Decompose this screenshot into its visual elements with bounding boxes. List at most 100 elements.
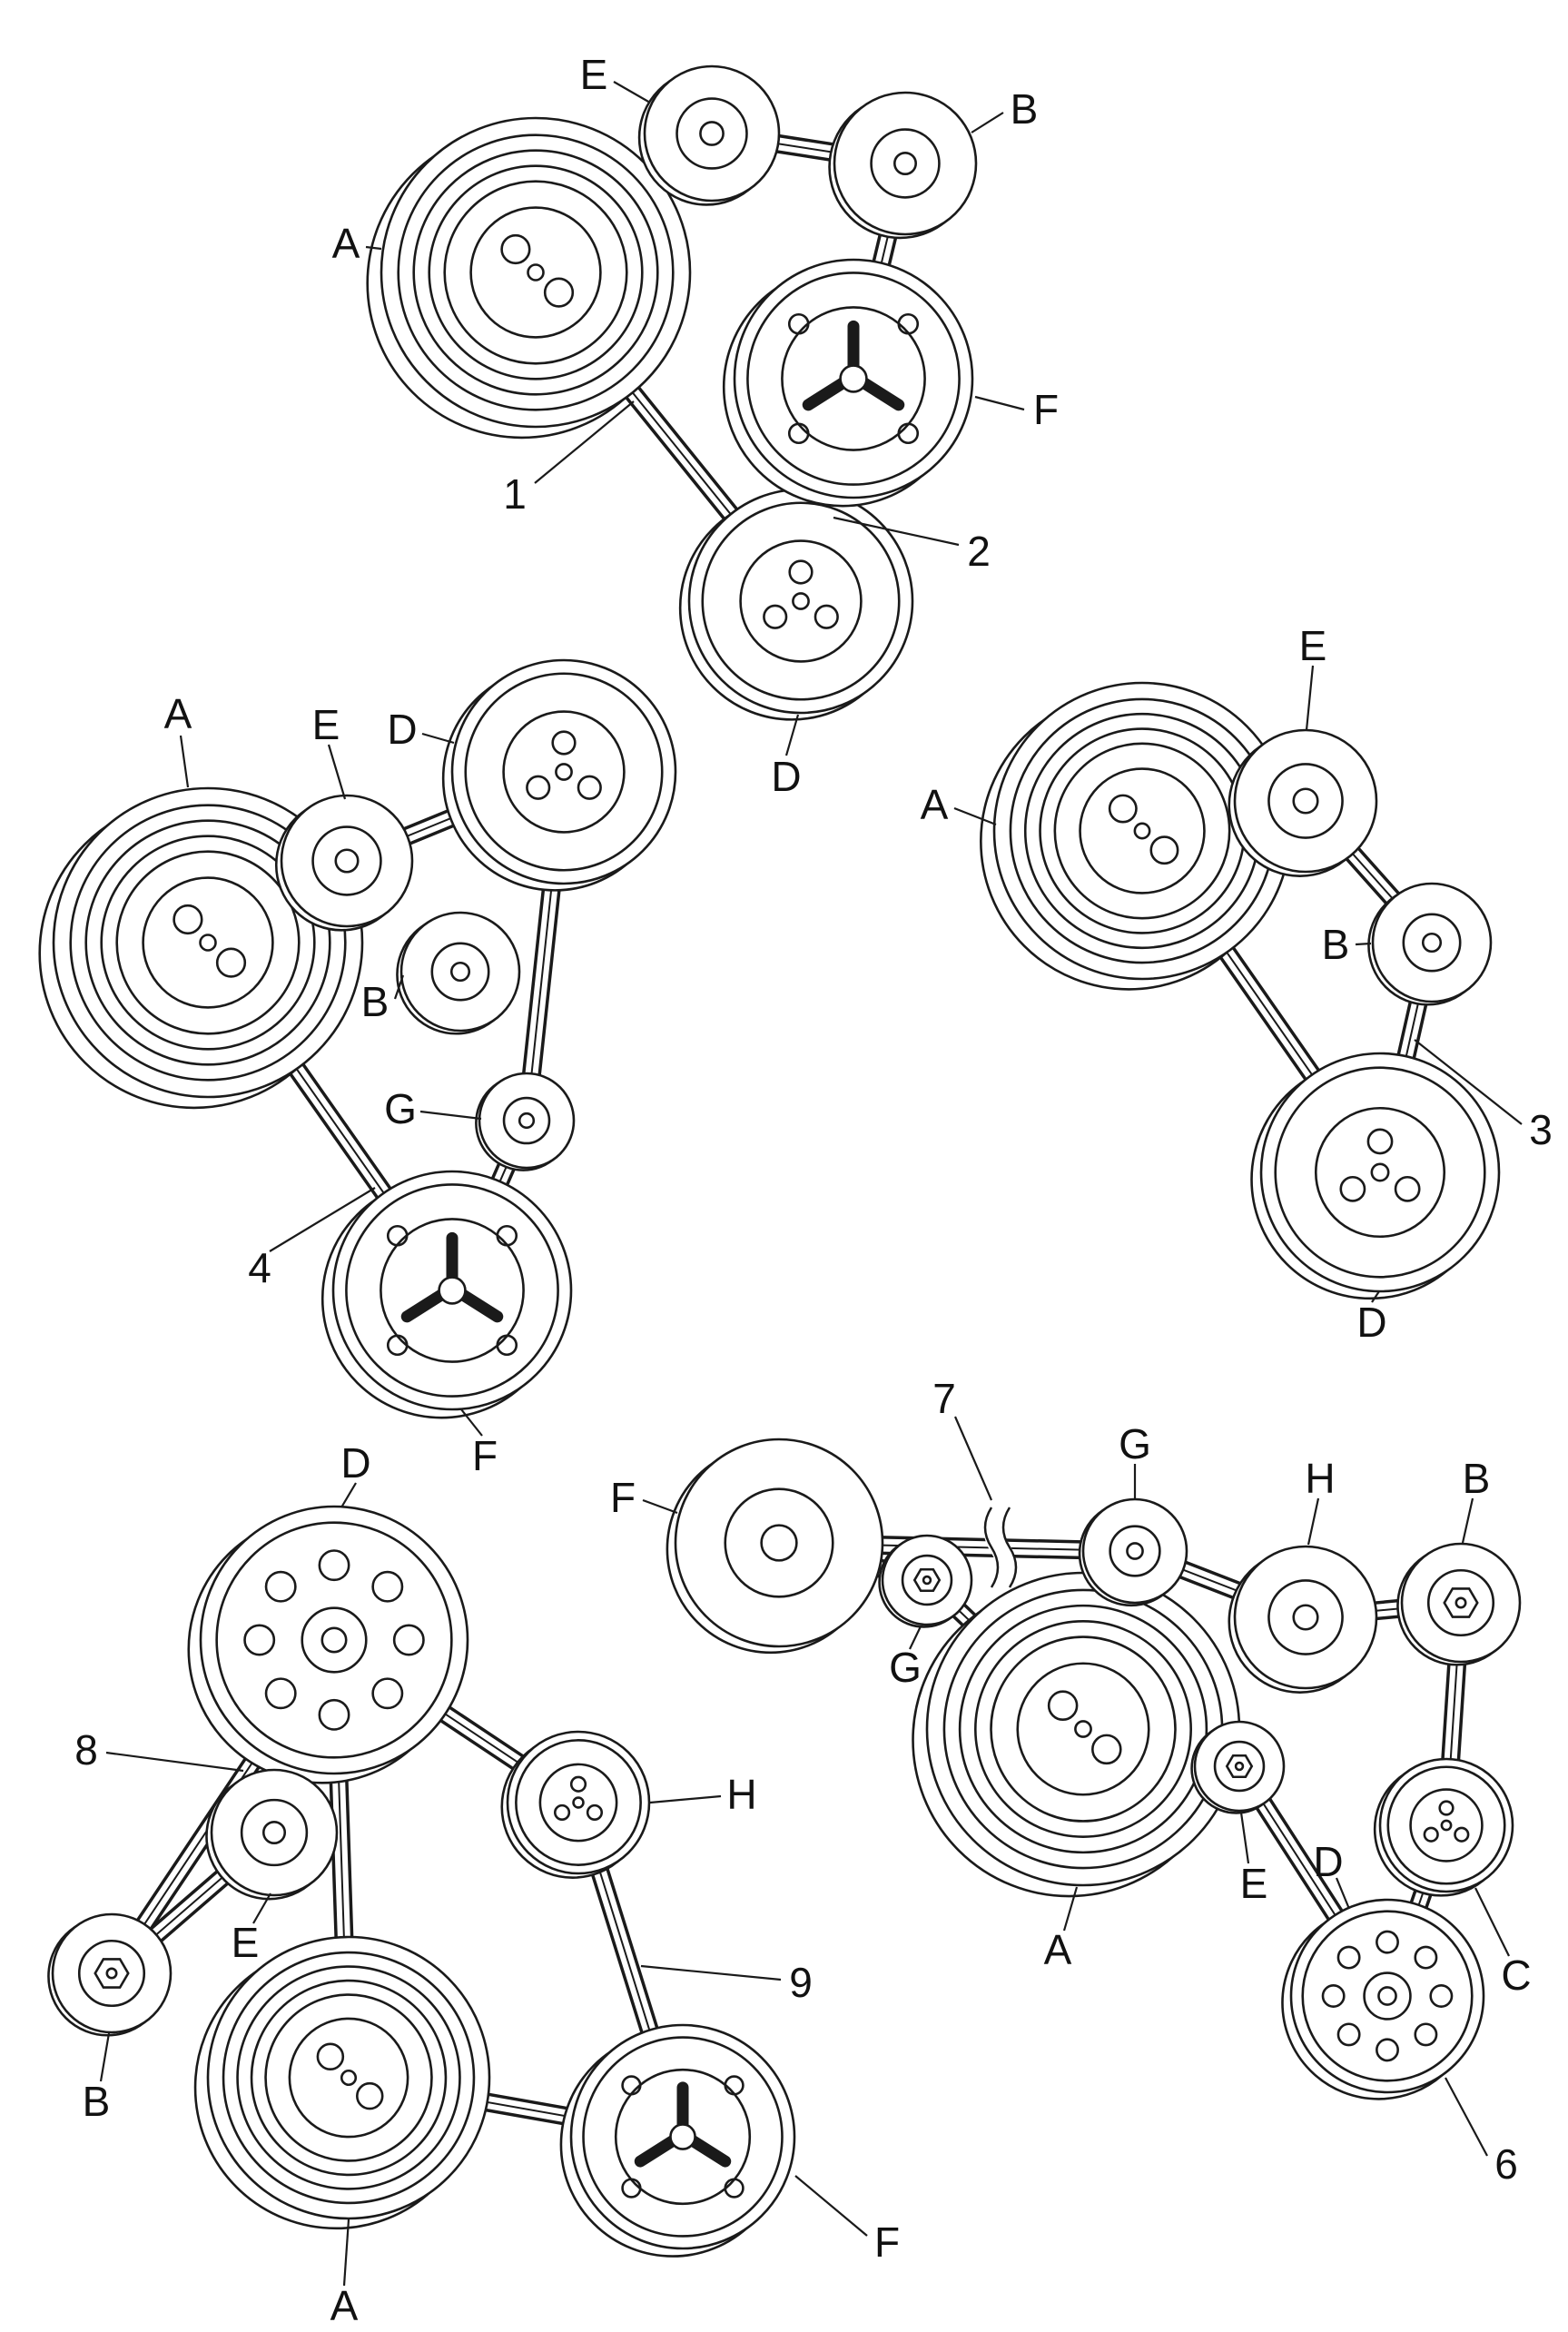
label-belt-8: 8	[74, 1726, 98, 1774]
label-H: H	[726, 1771, 756, 1818]
pulley-D-drive	[186, 1505, 469, 1785]
leader-E	[327, 744, 347, 800]
label-C: C	[1501, 1952, 1531, 1999]
label-B: B	[1463, 1455, 1491, 1502]
pulley-B-idler	[1396, 1543, 1521, 1666]
leader-H	[649, 1794, 722, 1804]
label-B: B	[361, 978, 390, 1025]
pulley-C-idler	[1374, 1758, 1514, 1897]
pulley-A-crankshaft	[195, 1937, 489, 2228]
label-G-left: G	[889, 1644, 922, 1691]
leader-D	[421, 732, 455, 745]
diagram-belt-routing-mid-left: A E D B G 4 F	[40, 658, 677, 1479]
leader-8	[105, 1751, 244, 1773]
pulley-E-tensioner	[205, 1769, 338, 1901]
leader-E	[1305, 665, 1315, 731]
label-F: F	[1033, 386, 1059, 433]
leader-6	[1445, 2077, 1488, 2157]
leader-F	[460, 1408, 483, 1437]
leader-E	[1239, 1812, 1250, 1864]
leader-D	[1371, 1290, 1380, 1303]
pulley-B-idler	[396, 912, 520, 1035]
label-A: A	[164, 690, 192, 737]
label-H: H	[1305, 1455, 1335, 1502]
label-F: F	[874, 2218, 900, 2266]
label-E: E	[580, 51, 608, 98]
leader-B	[393, 974, 405, 1000]
pulley-G-idler	[475, 1072, 575, 1171]
pulley-D-pump	[1249, 1052, 1501, 1300]
leader-D	[784, 714, 800, 756]
label-D: D	[387, 706, 417, 753]
diagram-belt-routing-mid-right: A E B 3 D	[921, 622, 1553, 1346]
label-B: B	[1011, 85, 1039, 133]
pulley-F-compressor	[724, 260, 972, 506]
pulley-D-pump	[678, 488, 914, 721]
leader-D	[1335, 1877, 1351, 1910]
pulley-F-compressor	[561, 2025, 794, 2257]
leader-A	[179, 735, 190, 788]
pulley-B-idler	[1367, 883, 1492, 1006]
label-belt-1: 1	[503, 470, 527, 518]
leader-4	[269, 1187, 376, 1252]
leader-E	[252, 1892, 271, 1924]
pulley-B-idler	[47, 1913, 172, 2037]
leader-F	[974, 395, 1025, 411]
leader-B	[1461, 1497, 1474, 1544]
leader-D	[340, 1482, 357, 1508]
leader-2	[833, 516, 960, 547]
pulley-E-idler	[1190, 1721, 1285, 1814]
label-B: B	[1322, 921, 1350, 968]
belt-break-line-right	[1001, 1507, 1018, 1588]
pulley-D-pump	[441, 658, 677, 892]
diagram-belt-routing-bottom-right: 7 F G G H B A E D C 6	[610, 1375, 1532, 2188]
leader-A	[342, 2218, 350, 2287]
leader-C	[1474, 1887, 1510, 1957]
label-belt-6: 6	[1494, 2140, 1518, 2188]
leader-7	[953, 1416, 993, 1501]
leader-3	[1414, 1039, 1523, 1125]
pulley-D-pump	[1281, 1898, 1485, 2100]
belt-break-gap	[983, 1502, 1016, 1593]
label-D: D	[340, 1439, 370, 1487]
label-G-right: G	[1119, 1420, 1151, 1467]
leader-1	[534, 400, 635, 484]
label-D: D	[1313, 1838, 1343, 1885]
label-F: F	[610, 1474, 636, 1521]
leader-9	[640, 1964, 782, 1981]
leader-G	[419, 1110, 482, 1121]
pulley-G-idler-right	[1079, 1498, 1188, 1606]
label-G: G	[384, 1085, 417, 1132]
label-E: E	[232, 1919, 260, 1966]
pulley-F-compressor	[322, 1171, 571, 1418]
diagram-belt-routing-bottom-left: D 8 H E B 9 F A	[47, 1439, 900, 2329]
label-E: E	[312, 701, 340, 748]
leader-E	[613, 81, 651, 104]
leader-F	[794, 2175, 868, 2237]
label-belt-4: 4	[248, 1244, 271, 1291]
label-A: A	[1044, 1926, 1072, 1973]
label-E: E	[1240, 1860, 1268, 1907]
label-A: A	[921, 781, 949, 828]
leader-A	[953, 806, 997, 826]
label-D: D	[771, 753, 801, 800]
pulley-H-idler	[500, 1730, 651, 1879]
pulley-B-idler	[828, 91, 978, 239]
label-D: D	[1356, 1299, 1386, 1346]
label-B: B	[83, 2078, 111, 2125]
leader-F	[642, 1498, 678, 1515]
label-belt-3: 3	[1529, 1106, 1553, 1153]
belt-break-line-left	[983, 1507, 1000, 1588]
pulley-G-idler-left	[878, 1535, 972, 1628]
leader-B	[99, 2032, 111, 2082]
pulley-H-idler	[1228, 1545, 1378, 1694]
leader-H	[1307, 1497, 1320, 1546]
label-F: F	[472, 1432, 498, 1479]
label-A: A	[332, 220, 360, 267]
pulley-F-drive	[666, 1438, 884, 1655]
label-belt-9: 9	[789, 1959, 813, 2006]
label-E: E	[1299, 622, 1327, 669]
leader-A	[1062, 1886, 1079, 1932]
